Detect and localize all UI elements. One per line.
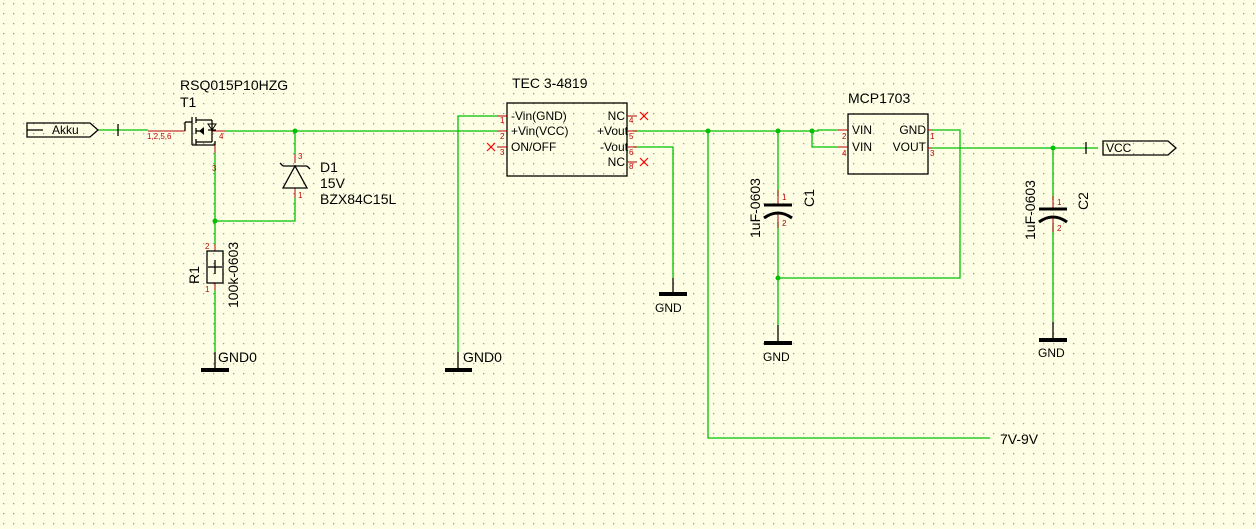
- zener-d1[interactable]: 3 1 D1 15V BZX84C15L: [279, 152, 396, 207]
- tec-pin-vout-plus: +Vout: [597, 124, 629, 138]
- t1-ref-label: T1: [180, 94, 197, 110]
- ground-gnd0-mid[interactable]: GND0: [445, 349, 502, 372]
- akku-port[interactable]: Akku: [26, 122, 119, 138]
- resistor-r1[interactable]: 2 1 R1 100k-0603: [186, 242, 241, 308]
- tec-pin-2: 2: [500, 132, 505, 141]
- ground-gnd0-left[interactable]: GND0: [201, 349, 257, 372]
- gnd-tec-label: GND: [655, 301, 682, 315]
- d1-value-label: 15V: [320, 175, 346, 191]
- vcc-port[interactable]: VCC: [1085, 140, 1177, 156]
- mcp-pin-4: 4: [842, 149, 847, 158]
- tec-pin-on-off: ON/OFF: [511, 140, 556, 154]
- t1-part-label: RSQ015P10HZG: [180, 77, 288, 93]
- gnd-c1-label: GND: [763, 350, 790, 364]
- junctions: [212, 128, 1056, 281]
- mosfet-t1[interactable]: RSQ015P10HZG T1 1,2,5,6 4 3: [147, 77, 288, 173]
- c1-top-pin: 1: [782, 193, 787, 202]
- t1-drain-pin: 4: [219, 132, 224, 141]
- mcp-pin-3: 3: [930, 149, 935, 158]
- gnd0-left-label: GND0: [218, 349, 257, 365]
- tec-pin-4: 4: [629, 116, 634, 125]
- mcp-part-label: MCP1703: [848, 90, 910, 106]
- wires[interactable]: [98, 115, 1098, 439]
- mcp-pin-gnd: GND: [899, 123, 926, 137]
- c2-value-label: 1uF-0603: [1022, 180, 1038, 240]
- voltage-net-label[interactable]: 7V-9V: [1000, 431, 1039, 447]
- tec-pin-3: 3: [500, 148, 505, 157]
- c1-value-label: 1uF-0603: [747, 178, 763, 238]
- tec-pin-nc-1: NC: [608, 109, 626, 123]
- tec-pin-vin-gnd: -Vin(GND): [511, 109, 567, 123]
- r1-ref-label: R1: [186, 266, 202, 284]
- mcp-pin-vin-2: VIN: [852, 140, 872, 154]
- c1-ref-label: C1: [801, 189, 817, 207]
- tec-pin-vin-vcc: +Vin(VCC): [511, 124, 568, 138]
- gnd-c2-label: GND: [1038, 346, 1065, 360]
- capacitor-c2[interactable]: 1 2 C2 1uF-0603: [1022, 180, 1091, 240]
- tec-pin-8: 8: [629, 162, 634, 171]
- tec-pin-vout-minus: -Vout: [600, 140, 629, 154]
- mcp1703-regulator[interactable]: MCP1703 2 4 VIN VIN 1 3 GND VOUT: [838, 90, 935, 175]
- r1-value-label: 100k-0603: [225, 242, 241, 308]
- r1-top-pin: 2: [205, 242, 210, 251]
- tec-pin-nc-2: NC: [608, 155, 626, 169]
- akku-port-label: Akku: [52, 123, 79, 137]
- tec-pin-1: 1: [500, 116, 505, 125]
- gnd0-mid-label: GND0: [463, 349, 502, 365]
- tec-converter[interactable]: TEC 3-4819 1 2 3 -Vin(GND) +Vin(VCC) ON/…: [486, 75, 649, 177]
- capacitor-c1[interactable]: 1 2 C1 1uF-0603: [747, 178, 817, 238]
- tec-pin-6: 6: [629, 148, 634, 157]
- d1-ref-label: D1: [320, 159, 338, 175]
- mcp-pin-2: 2: [842, 132, 847, 141]
- mcp-pin-vin-1: VIN: [852, 123, 872, 137]
- ground-gnd-tec[interactable]: GND: [655, 278, 687, 315]
- ground-gnd-c1[interactable]: GND: [763, 325, 792, 364]
- d1-part-label: BZX84C15L: [320, 191, 396, 207]
- d1-anode-pin: 1: [298, 191, 303, 200]
- t1-gate-pin: 3: [212, 164, 217, 173]
- mcp-pin-1: 1: [930, 132, 935, 141]
- c2-bottom-pin: 2: [1057, 224, 1062, 233]
- ground-gnd-c2[interactable]: GND: [1038, 322, 1067, 360]
- nc-cross-icon: [486, 111, 649, 167]
- t1-source-pin: 1,2,5,6: [147, 132, 172, 141]
- r1-bottom-pin: 1: [205, 285, 210, 294]
- c2-ref-label: C2: [1075, 192, 1091, 210]
- mcp-pin-vout: VOUT: [893, 140, 927, 154]
- vcc-port-label: VCC: [1106, 141, 1132, 155]
- c1-bottom-pin: 2: [782, 219, 787, 228]
- tec-pin-5: 5: [629, 132, 634, 141]
- tec-part-label: TEC 3-4819: [512, 75, 588, 91]
- d1-cathode-pin: 3: [298, 152, 303, 161]
- c2-top-pin: 1: [1057, 198, 1062, 207]
